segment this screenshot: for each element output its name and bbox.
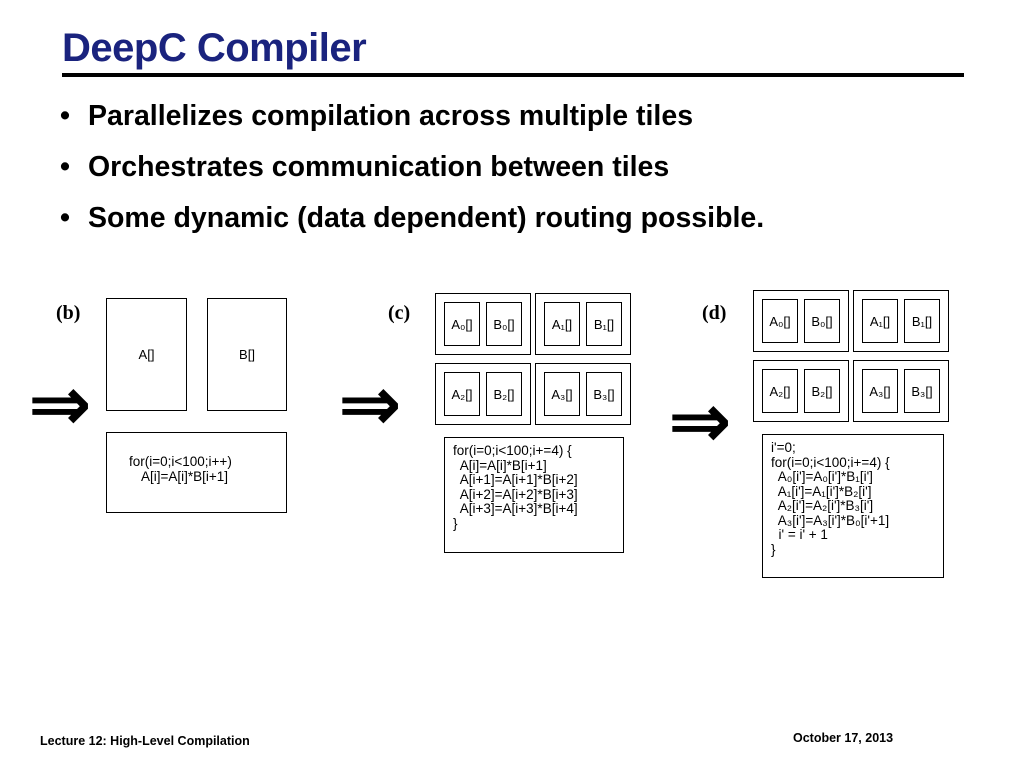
code-line: for(i=0;i<100;i+=4) {: [771, 454, 890, 470]
right-arrow-icon: ⇒: [668, 376, 732, 465]
right-arrow-icon: ⇒: [338, 359, 402, 448]
memory-b2: B₂[]: [486, 372, 522, 416]
code-line: A[i+3]=A[i+3]*B[i+4]: [453, 501, 578, 516]
tile-3: A₃[] B₃[]: [853, 360, 949, 422]
memory-a2: A₂[]: [444, 372, 480, 416]
memory-b2: B₂[]: [804, 369, 840, 413]
tile-0: A₀[] B₀[]: [753, 290, 849, 352]
memory-b3: B₃[]: [904, 369, 940, 413]
code-line: A₀[i']=A₀[i']*B₁[i']: [771, 469, 873, 484]
code-line: i'=0;: [771, 440, 796, 455]
code-line: for(i=0;i<100;i++): [129, 454, 232, 469]
bullet-item: • Parallelizes compilation across multipl…: [60, 96, 764, 147]
memory-b3: B₃[]: [586, 372, 622, 416]
bullet-item: • Some dynamic (data dependent) routing p…: [60, 198, 764, 249]
tile-3: A₃[] B₃[]: [535, 363, 631, 425]
code-box-d: i'=0;for(i=0;i<100;i+=4) { A₀[i']=A₀[i']…: [762, 434, 944, 578]
memory-a1: A₁[]: [544, 302, 580, 346]
tile-0: A₀[] B₀[]: [435, 293, 531, 355]
code-line: A₁[i']=A₁[i']*B₂[i']: [771, 483, 872, 499]
memory-b1: B₁[]: [586, 302, 622, 346]
memory-a2: A₂[]: [762, 369, 798, 413]
memory-b0: B₀[]: [804, 299, 840, 343]
tile-1: A₁[] B₁[]: [853, 290, 949, 352]
memory-a0: A₀[]: [762, 299, 798, 343]
code-line: i' = i' + 1: [771, 527, 828, 542]
bullet-glyph: •: [60, 202, 70, 234]
bullet-list: • Parallelizes compilation across multipl…: [60, 96, 764, 249]
bullet-text: Some dynamic (data dependent) routing po…: [88, 202, 765, 234]
footer-lecture: Lecture 12: High-Level Compilation: [40, 734, 250, 748]
code-line: A[i+1]=A[i+1]*B[i+2]: [453, 472, 578, 487]
panel-label-b: (b): [56, 302, 81, 324]
tile-2: A₂[] B₂[]: [435, 363, 531, 425]
panel-label-c: (c): [388, 302, 411, 324]
code-box-c: for(i=0;i<100;i+=4) { A[i]=A[i]*B[i+1] A…: [444, 437, 624, 553]
memory-a3: A₃[]: [544, 372, 580, 416]
memory-a: A[]: [106, 298, 187, 411]
slide-title: DeepC Compiler: [62, 26, 367, 70]
memory-a1: A₁[]: [862, 299, 898, 343]
memory-a3: A₃[]: [862, 369, 898, 413]
memory-b0: B₀[]: [486, 302, 522, 346]
footer-date: October 17, 2013: [793, 731, 894, 745]
memory-b: B[]: [207, 298, 287, 411]
right-arrow-icon: ⇒: [28, 359, 92, 448]
code-line: A[i]=A[i]*B[i+1]: [141, 468, 229, 484]
bullet-text: Orchestrates communication between tiles: [88, 151, 670, 183]
tile-1: A₁[] B₁[]: [535, 293, 631, 355]
title-underline: [62, 73, 964, 77]
code-line: }: [771, 541, 776, 557]
panel-label-d: (d): [702, 302, 727, 324]
code-line: A₃[i']=A₃[i']*B₀[i'+1]: [771, 512, 890, 528]
code-line: A[i+2]=A[i+2]*B[i+3]: [453, 486, 578, 502]
bullet-glyph: •: [60, 151, 70, 183]
memory-a0: A₀[]: [444, 302, 480, 346]
bullet-glyph: •: [60, 100, 70, 132]
bullet-text: Parallelizes compilation across multiple…: [88, 100, 694, 132]
code-line: for(i=0;i<100;i+=4) {: [453, 443, 572, 458]
tile-2: A₂[] B₂[]: [753, 360, 849, 422]
code-line: A[i]=A[i]*B[i+1]: [453, 457, 547, 473]
code-line: }: [453, 515, 458, 531]
memory-b1: B₁[]: [904, 299, 940, 343]
bullet-item: • Orchestrates communication between tile…: [60, 147, 764, 198]
code-line: A₂[i']=A₂[i']*B₃[i']: [771, 498, 874, 513]
code-box-b: for(i=0;i<100;i++)A[i]=A[i]*B[i+1]: [106, 432, 287, 513]
